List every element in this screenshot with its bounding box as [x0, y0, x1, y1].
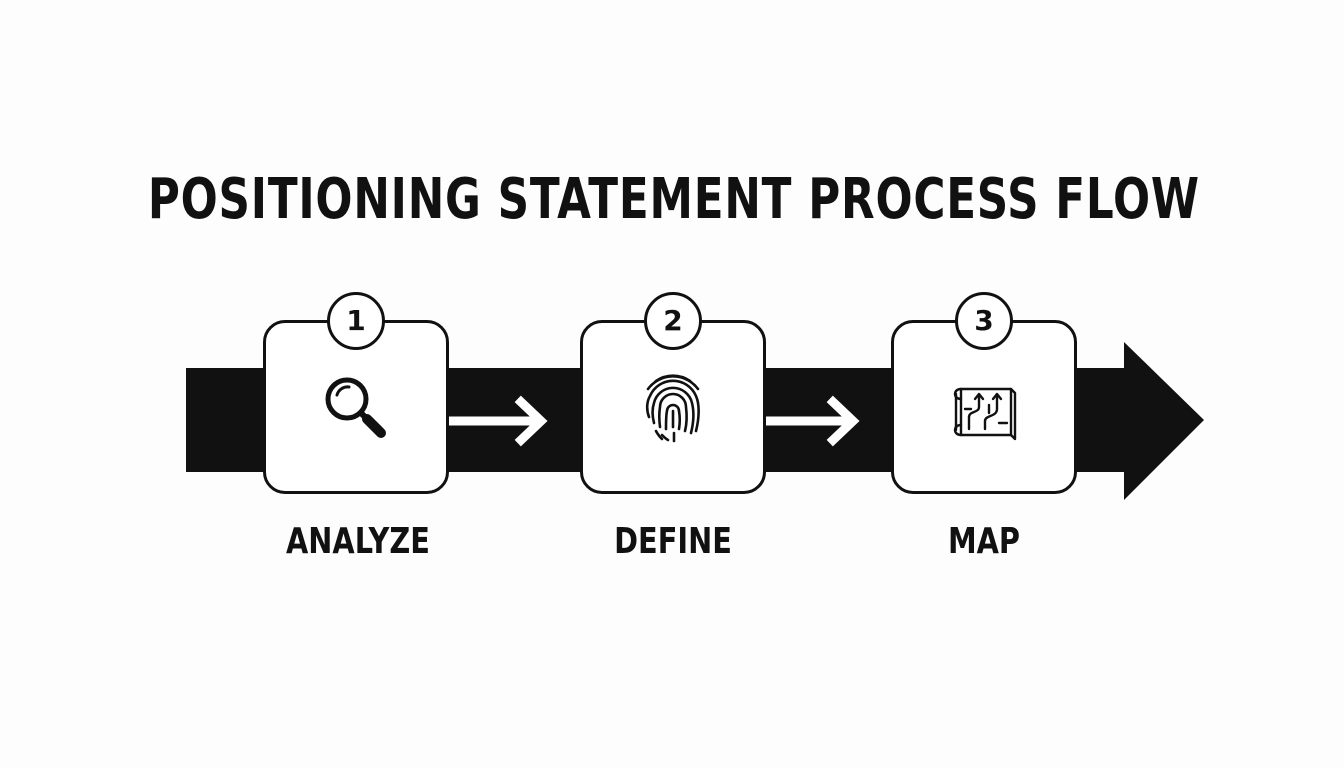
- flow-band-arrowhead: [1124, 342, 1204, 500]
- step-3: 3: [891, 292, 1077, 494]
- connector-arrow-1: [447, 395, 548, 447]
- connector-arrow-2: [761, 395, 860, 447]
- step-3-label: MAP: [947, 521, 1021, 562]
- step-3-number-badge: 3: [955, 292, 1013, 350]
- step-1-label: ANALYZE: [286, 521, 430, 562]
- step-1: 1: [263, 292, 449, 494]
- step-1-number-badge: 1: [327, 292, 385, 350]
- fingerprint-icon: [645, 374, 700, 443]
- diagram-title: POSITIONING STATEMENT PROCESS FLOW: [147, 167, 1200, 232]
- map-route-icon: [953, 387, 1017, 441]
- step-2-label: DEFINE: [614, 521, 732, 562]
- magnifying-glass-icon: [325, 377, 386, 438]
- step-2-number-badge: 2: [644, 292, 702, 350]
- step-2: 2: [580, 292, 766, 494]
